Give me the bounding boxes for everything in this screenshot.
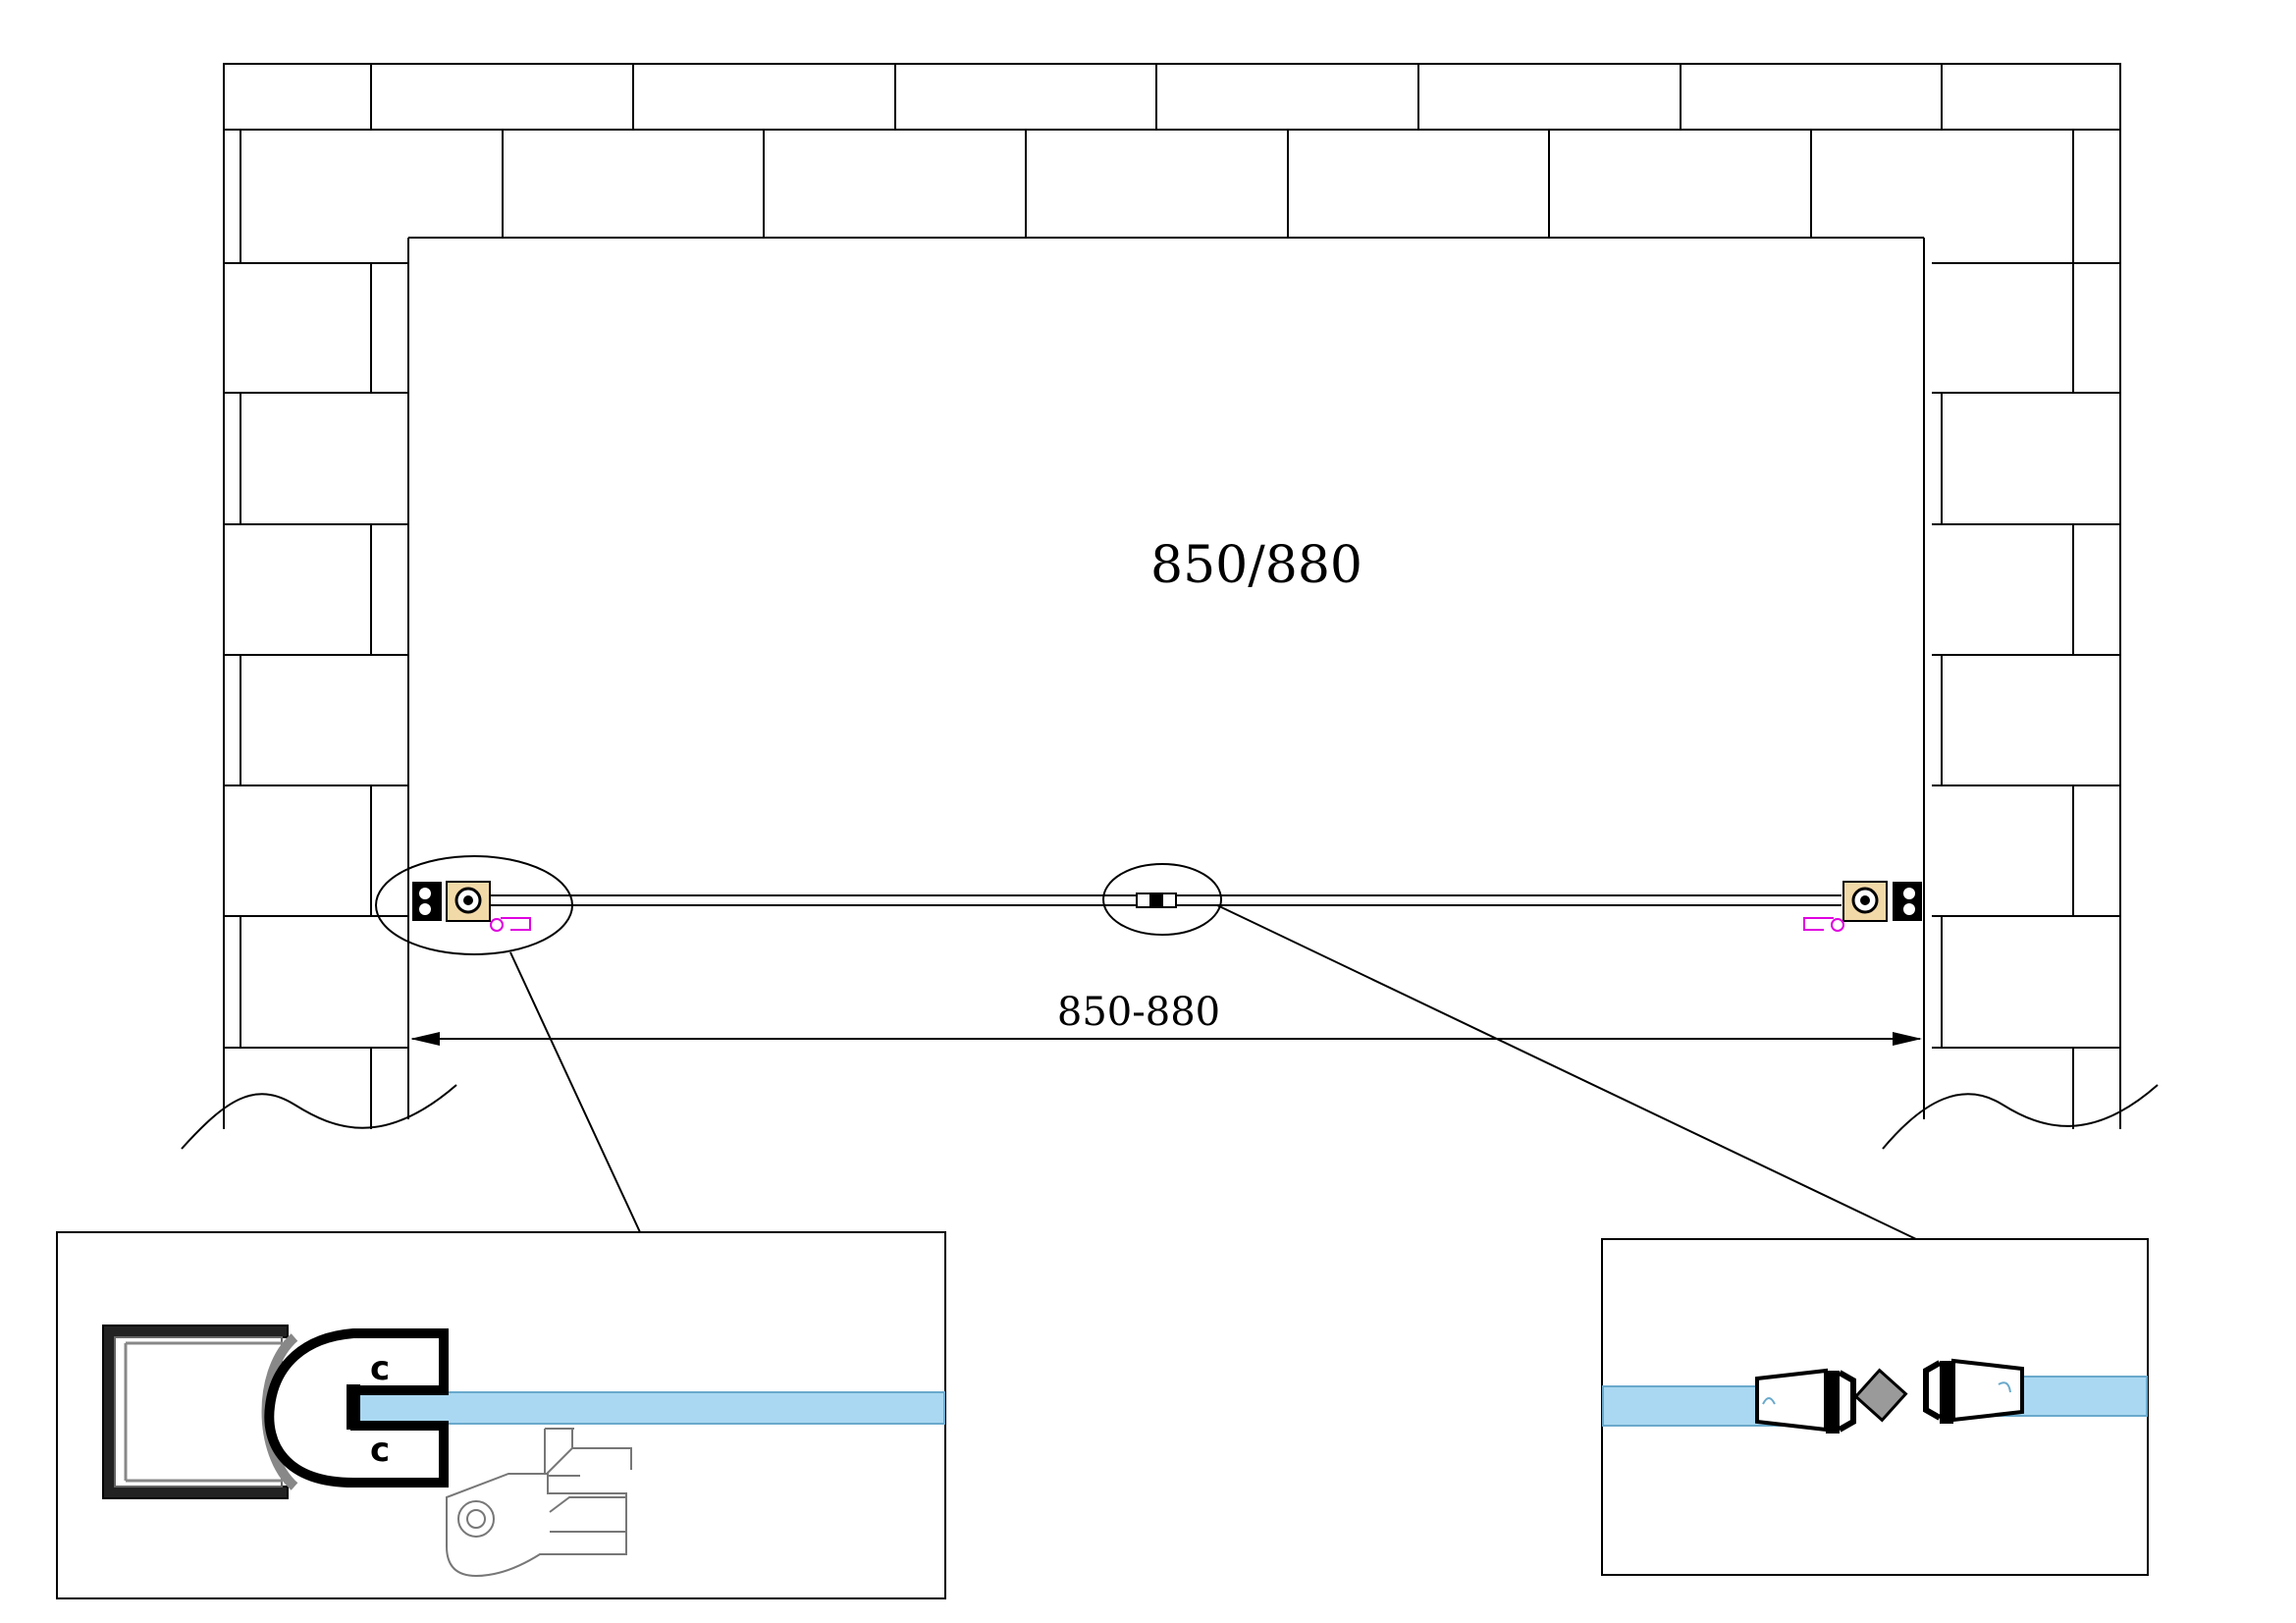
svg-text:c: c bbox=[370, 1431, 390, 1470]
left-wall-profile-small bbox=[412, 881, 531, 932]
svg-text:c: c bbox=[370, 1349, 390, 1388]
width-dimension-label: 850-880 bbox=[1057, 990, 1220, 1035]
callout-markers bbox=[375, 855, 1917, 1240]
opening-size-label: 850/880 bbox=[1150, 536, 1362, 595]
detail-magnet-seal bbox=[1601, 1238, 2149, 1576]
brick-wall bbox=[181, 63, 2159, 1150]
right-wall-profile-small bbox=[1803, 881, 1922, 932]
width-dimension-line bbox=[410, 1032, 1922, 1046]
detail-wall-profile: c c bbox=[56, 1231, 946, 1599]
center-magnet-seal-small bbox=[1136, 893, 1177, 908]
